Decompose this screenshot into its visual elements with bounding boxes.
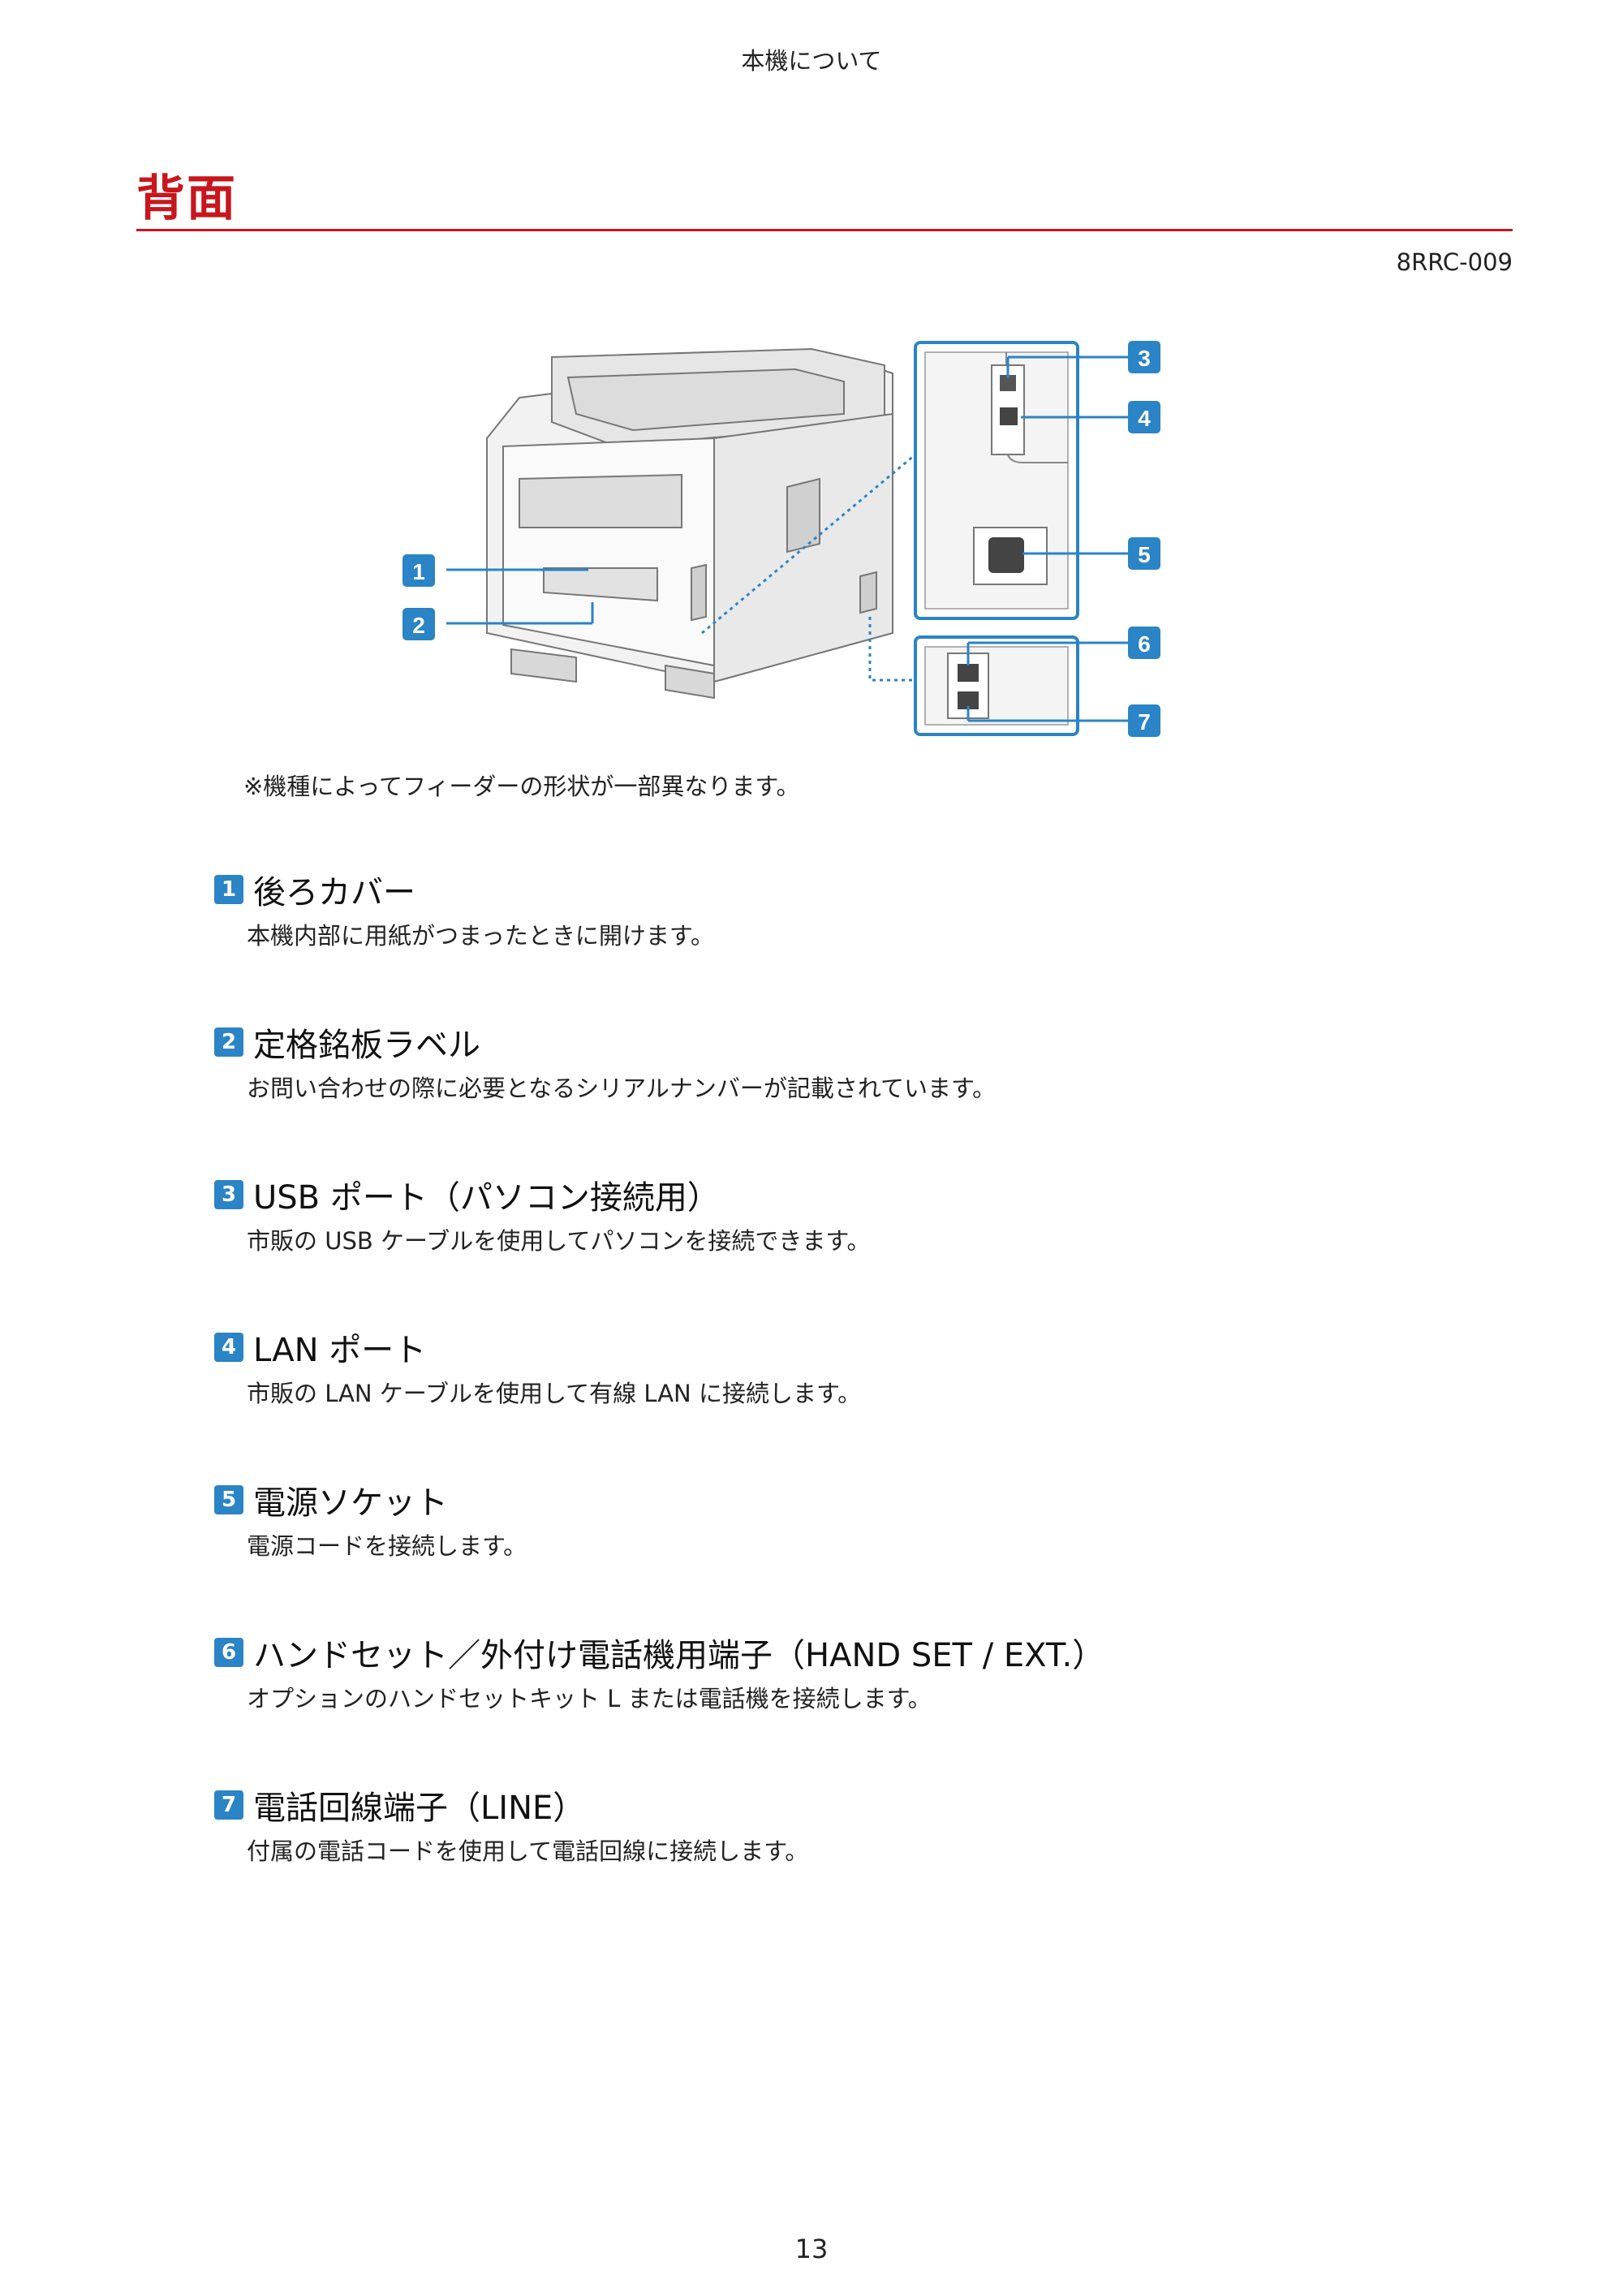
item-description: お問い合わせの際に必要となるシリアルナンバーが記載されています。 xyxy=(247,1075,997,1102)
item-number-badge: 1 xyxy=(214,875,243,904)
figure-note: ※機種によってフィーダーの形状が一部異なります。 xyxy=(243,773,800,800)
item-title: 電源ソケット xyxy=(253,1484,448,1522)
page-number: 13 xyxy=(794,2234,829,2264)
component-item-handset-jack: 6 ハンドセット／外付け電話機用端子（HAND SET / EXT.） オプショ… xyxy=(214,1630,1431,1782)
item-number-badge: 7 xyxy=(214,1790,243,1820)
item-description: オプションのハンドセットキット L または電話機を接続します。 xyxy=(247,1685,932,1712)
item-title: USB ポート（パソコン接続用） xyxy=(253,1179,720,1217)
item-number-badge: 2 xyxy=(214,1027,243,1057)
callout-number: 5 xyxy=(1138,542,1151,567)
item-number-badge: 4 xyxy=(214,1333,243,1362)
callout-lines xyxy=(446,355,1128,722)
printer-rear-illustration: 1 2 3 4 5 6 7 xyxy=(390,325,1201,747)
callout-badge-1: 1 xyxy=(403,554,435,587)
item-description: 市販の LAN ケーブルを使用して有線 LAN に接続します。 xyxy=(247,1380,862,1407)
item-description: 市販の USB ケーブルを使用してパソコンを接続できます。 xyxy=(247,1227,871,1255)
component-item-line-jack: 7 電話回線端子（LINE） 付属の電話コードを使用して電話回線に接続します。 xyxy=(214,1782,1431,1935)
page-title: 背面 xyxy=(136,170,237,227)
callout-number: 7 xyxy=(1138,709,1151,734)
callout-badge-7: 7 xyxy=(1128,704,1160,737)
callout-badge-5: 5 xyxy=(1128,537,1160,570)
callout-badge-6: 6 xyxy=(1128,627,1160,659)
item-title: 後ろカバー xyxy=(253,874,415,911)
item-title: 定格銘板ラベル xyxy=(253,1027,480,1064)
port-detail-panel-upper xyxy=(914,341,1079,620)
callout-number: 2 xyxy=(412,613,425,638)
title-divider xyxy=(136,229,1513,231)
document-code: 8RRC-009 xyxy=(1396,248,1513,276)
callout-badge-3: 3 xyxy=(1128,341,1160,373)
callout-number: 3 xyxy=(1138,346,1151,371)
component-item-usb-port: 3 USB ポート（パソコン接続用） 市販の USB ケーブルを使用してパソコン… xyxy=(214,1172,1431,1325)
callout-badge-2: 2 xyxy=(403,608,435,640)
callout-number: 1 xyxy=(412,559,425,584)
item-title: LAN ポート xyxy=(253,1332,427,1369)
item-number-badge: 5 xyxy=(214,1485,243,1514)
port-detail-panel-lower xyxy=(914,635,1079,736)
component-item-rear-cover: 1 後ろカバー 本機内部に用紙がつまったときに開けます。 xyxy=(214,867,1431,1019)
leader-lines xyxy=(701,453,916,682)
running-header: 本機について xyxy=(741,47,882,75)
component-item-power-socket: 5 電源ソケット 電源コードを接続します。 xyxy=(214,1477,1431,1630)
component-item-lan-port: 4 LAN ポート 市販の LAN ケーブルを使用して有線 LAN に接続します… xyxy=(214,1325,1431,1477)
item-title: 電話回線端子（LINE） xyxy=(253,1790,586,1827)
item-title: ハンドセット／外付け電話機用端子（HAND SET / EXT.） xyxy=(253,1637,1105,1674)
item-number-badge: 6 xyxy=(214,1638,243,1667)
item-description: 本機内部に用紙がつまったときに開けます。 xyxy=(247,922,714,950)
printer-body xyxy=(486,347,893,700)
item-description: 電源コードを接続します。 xyxy=(247,1532,527,1560)
item-number-badge: 3 xyxy=(214,1180,243,1209)
component-item-rating-label: 2 定格銘板ラベル お問い合わせの際に必要となるシリアルナンバーが記載されていま… xyxy=(214,1019,1431,1172)
component-list: 1 後ろカバー 本機内部に用紙がつまったときに開けます。 2 定格銘板ラベル お… xyxy=(214,867,1431,1935)
callout-badge-4: 4 xyxy=(1128,401,1160,433)
callout-number: 6 xyxy=(1138,631,1151,657)
callout-number: 4 xyxy=(1138,406,1151,431)
item-description: 付属の電話コードを使用して電話回線に接続します。 xyxy=(247,1837,809,1865)
